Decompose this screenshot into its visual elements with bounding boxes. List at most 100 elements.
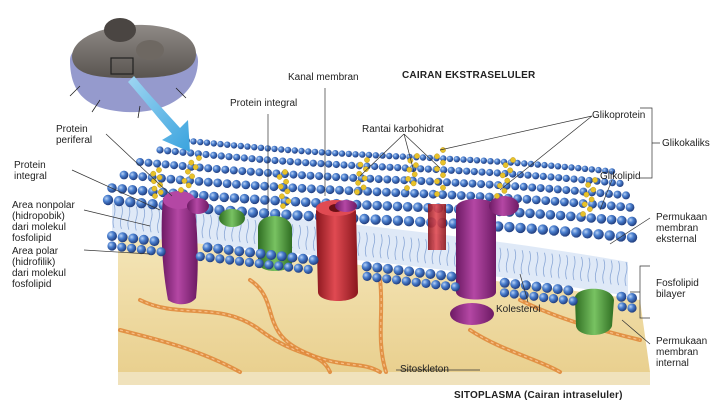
phospholipid-head: [463, 168, 470, 175]
sugar-unit: [414, 153, 419, 158]
phospholipid-head: [607, 215, 617, 225]
phospholipid-head: [607, 201, 616, 210]
phospholipid-head: [139, 235, 149, 245]
phospholipid-head: [120, 171, 129, 180]
phospholipid-head: [393, 153, 399, 159]
sugar-unit: [354, 189, 359, 194]
phospholipid-head: [524, 172, 531, 179]
phospholipid-head: [618, 302, 627, 311]
phospholipid-head: [382, 274, 391, 283]
label-extracellular-fluid: CAIRAN EKSTRASELULER: [402, 70, 535, 81]
phospholipid-head: [532, 172, 539, 179]
protein-red-small: [428, 204, 446, 250]
phospholipid-head: [486, 169, 493, 176]
phospholipid-head: [245, 258, 254, 267]
sugar-unit: [592, 177, 597, 182]
membrane-channel-protein: [316, 200, 358, 301]
phospholipid-head: [627, 217, 637, 227]
phospholipid-head: [348, 162, 355, 169]
sugar-unit: [407, 167, 412, 172]
phospholipid-head: [335, 186, 344, 195]
sugar-unit: [196, 155, 201, 160]
phospholipid-head: [167, 175, 176, 184]
phospholipid-head: [218, 152, 225, 159]
phospholipid-head: [138, 186, 148, 196]
phospholipid-head: [352, 151, 358, 157]
phospholipid-head: [128, 234, 138, 244]
sugar-unit: [440, 185, 445, 190]
label-peripheral-protein: Protein periferal: [56, 124, 92, 146]
sugar-unit: [284, 179, 289, 184]
phospholipid-head: [415, 268, 425, 278]
phospholipid-head: [527, 224, 537, 234]
phospholipid-head: [349, 174, 357, 182]
label-membrane-channel: Kanal membran: [288, 72, 359, 83]
phospholipid-head: [515, 223, 525, 233]
phospholipid-head: [278, 146, 284, 152]
phospholipid-head: [500, 288, 509, 297]
sugar-unit: [587, 207, 592, 212]
sugar-unit: [282, 169, 287, 174]
phospholipid-head: [447, 272, 457, 282]
phospholipid-head: [400, 153, 406, 159]
phospholipid-head: [460, 179, 468, 187]
phospholipid-head: [312, 149, 318, 155]
phospholipid-head: [291, 197, 301, 207]
phospholipid-head: [341, 174, 349, 182]
phospholipid-head: [325, 161, 332, 168]
phospholipid-head: [256, 156, 263, 163]
phospholipid-head: [211, 140, 217, 146]
phospholipid-head: [436, 270, 446, 280]
phospholipid-head: [556, 211, 566, 221]
phospholipid-head: [474, 157, 480, 163]
phospholipid-head: [454, 156, 460, 162]
phospholipid-head: [224, 245, 234, 255]
phospholipid-head: [264, 260, 273, 269]
phospholipid-head: [203, 242, 213, 252]
phospholipid-head: [118, 232, 128, 242]
phospholipid-head: [230, 193, 240, 203]
phospholipid-head: [277, 251, 287, 261]
phospholipid-head: [596, 189, 604, 197]
phospholipid-head: [541, 196, 550, 205]
sugar-unit: [152, 186, 157, 191]
phospholipid-head: [372, 201, 382, 211]
phospholipid-head: [290, 171, 298, 179]
sugar-unit: [413, 163, 418, 168]
phospholipid-head: [494, 158, 500, 164]
cytoplasm-floor: [118, 372, 650, 385]
phospholipid-head: [238, 167, 246, 175]
phospholipid-head: [548, 163, 554, 169]
sugar-unit: [411, 181, 416, 186]
phospholipid-head: [455, 167, 462, 174]
phospholipid-head: [179, 162, 187, 170]
label-integral-protein-top: Protein integral: [230, 98, 297, 109]
phospholipid-head: [420, 154, 426, 160]
phospholipid-head: [301, 197, 311, 207]
phospholipid-head: [302, 159, 309, 166]
phospholipid-head: [460, 156, 466, 162]
sugar-unit: [158, 190, 163, 195]
phospholipid-head: [375, 175, 383, 183]
phospholipid-head: [452, 179, 460, 187]
phospholipid-head: [209, 192, 219, 202]
phospholipid-head: [566, 212, 576, 222]
sugar-unit: [584, 192, 589, 197]
phospholipid-head: [569, 198, 578, 207]
phospholipid-head: [457, 191, 466, 200]
phospholipid-head: [266, 250, 276, 260]
phospholipid-head: [317, 160, 324, 167]
phospholipid-head: [264, 156, 271, 163]
phospholipid-head: [575, 165, 581, 171]
phospholipid-head: [149, 236, 159, 246]
phospholipid-head: [392, 176, 400, 184]
phospholipid-head: [210, 152, 217, 159]
phospholipid-head: [413, 202, 423, 212]
phospholipid-head: [250, 195, 260, 205]
sugar-unit: [186, 183, 191, 188]
sugar-unit: [286, 199, 291, 204]
phospholipid-head: [251, 181, 260, 190]
sugar-unit: [589, 197, 594, 202]
phospholipid-head: [500, 278, 510, 288]
phospholipid-head: [379, 152, 385, 158]
